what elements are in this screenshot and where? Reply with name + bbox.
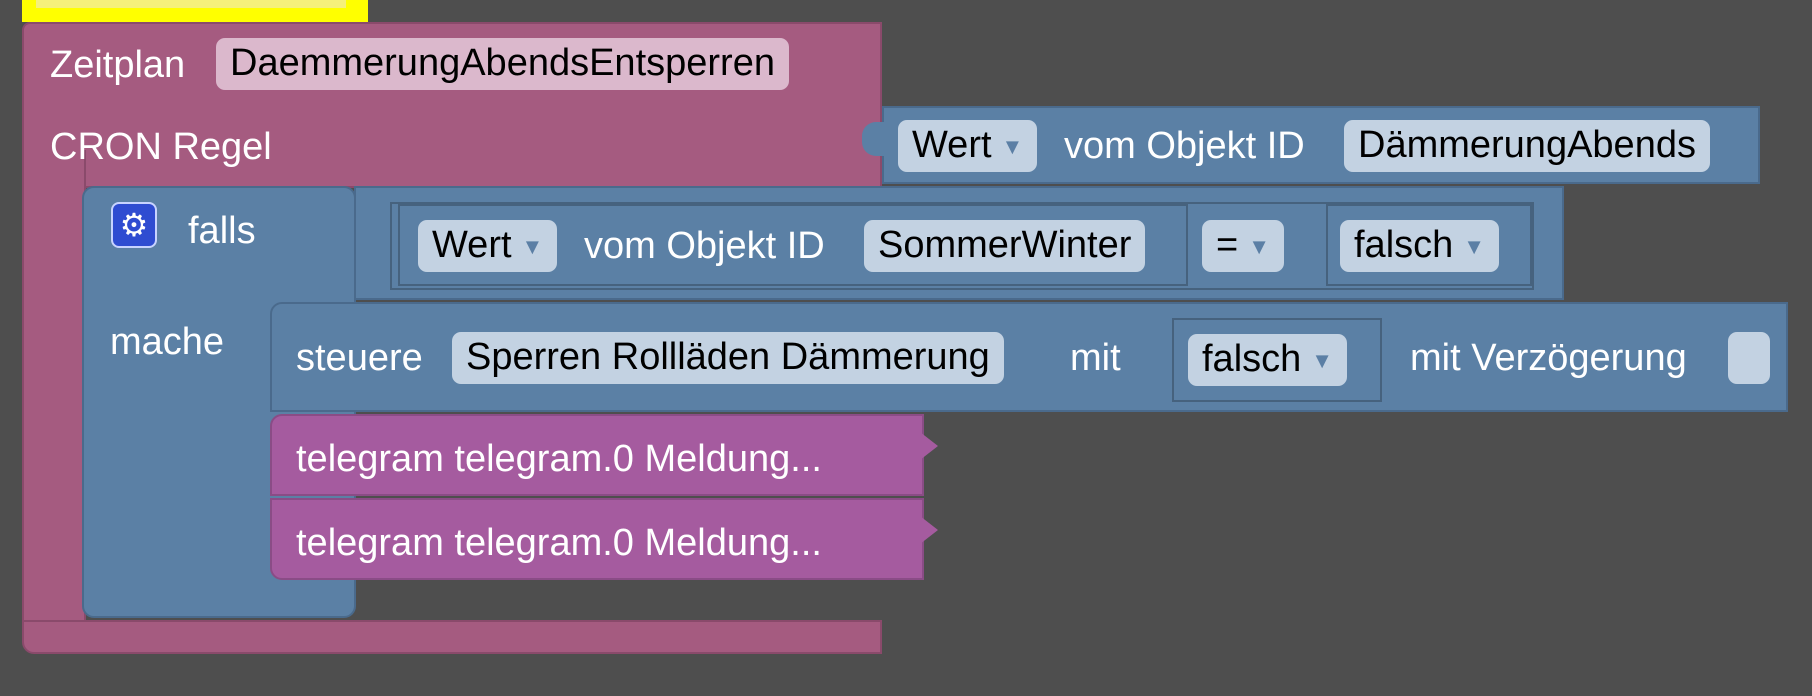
if-label: falls: [188, 210, 256, 252]
condition-left-label: vom Objekt ID: [584, 225, 825, 267]
condition-left-dropdown[interactable]: Wert ▼: [418, 220, 558, 272]
control-delay-label: mit Verzögerung: [1410, 337, 1687, 379]
telegram-block[interactable]: [270, 498, 924, 580]
telegram-label: telegram telegram.0 Meldung...: [296, 522, 822, 564]
control-value-label: falsch: [1202, 338, 1302, 380]
chevron-down-icon: ▼: [1001, 133, 1024, 159]
cron-object-id-field[interactable]: DämmerungAbends: [1344, 120, 1710, 172]
do-label: mache: [110, 321, 225, 363]
condition-object-id-field[interactable]: SommerWinter: [864, 220, 1146, 272]
control-delay-field[interactable]: [1728, 332, 1770, 384]
cron-value-connector: [862, 122, 886, 156]
condition-right-label: falsch: [1354, 224, 1454, 266]
schedule-block-footer: [22, 620, 882, 654]
control-label: steuere: [296, 337, 423, 379]
cron-value-dropdown[interactable]: Wert ▼: [898, 120, 1038, 172]
telegram-label: telegram telegram.0 Meldung...: [296, 438, 822, 480]
control-block[interactable]: [270, 302, 1788, 412]
schedule-name-field[interactable]: DaemmerungAbendsEntsperren: [216, 38, 789, 90]
operator-dropdown[interactable]: =▼: [1202, 220, 1284, 272]
telegram-block[interactable]: [270, 414, 924, 496]
chevron-down-icon: ▼: [1463, 233, 1486, 259]
control-value-dropdown[interactable]: falsch ▼: [1188, 334, 1348, 386]
condition-right-dropdown[interactable]: falsch ▼: [1340, 220, 1500, 272]
condition-left-dropdown-label: Wert: [432, 224, 512, 266]
control-target-field[interactable]: Sperren Rollläden Dämmerung: [452, 332, 1004, 384]
telegram-block-tab: [920, 432, 938, 460]
operator-label: =: [1216, 224, 1239, 266]
control-with-label: mit: [1070, 337, 1121, 379]
cron-value-dropdown-label: Wert: [912, 124, 992, 166]
cron-value-label: vom Objekt ID: [1064, 125, 1305, 167]
cron-rule-label: CRON Regel: [50, 126, 272, 168]
chevron-down-icon: ▼: [1248, 233, 1270, 259]
gear-icon[interactable]: ⚙: [111, 202, 157, 248]
selected-block-inner: [36, 0, 346, 8]
chevron-down-icon: ▼: [1311, 347, 1334, 373]
schedule-label: Zeitplan: [50, 44, 186, 86]
chevron-down-icon: ▼: [521, 233, 544, 259]
telegram-block-tab: [920, 516, 938, 544]
schedule-block-body: [22, 150, 86, 640]
